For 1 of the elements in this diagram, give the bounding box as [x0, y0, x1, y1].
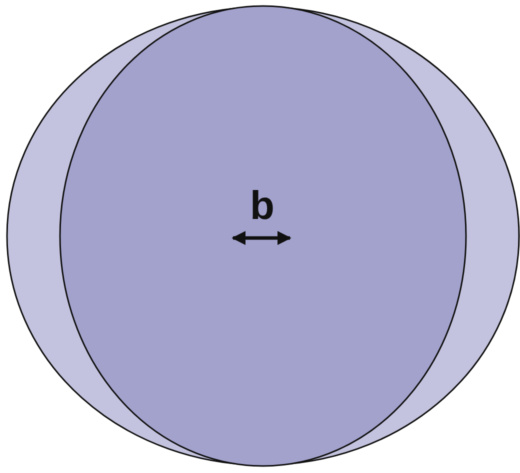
dimension-label: b	[250, 186, 274, 226]
